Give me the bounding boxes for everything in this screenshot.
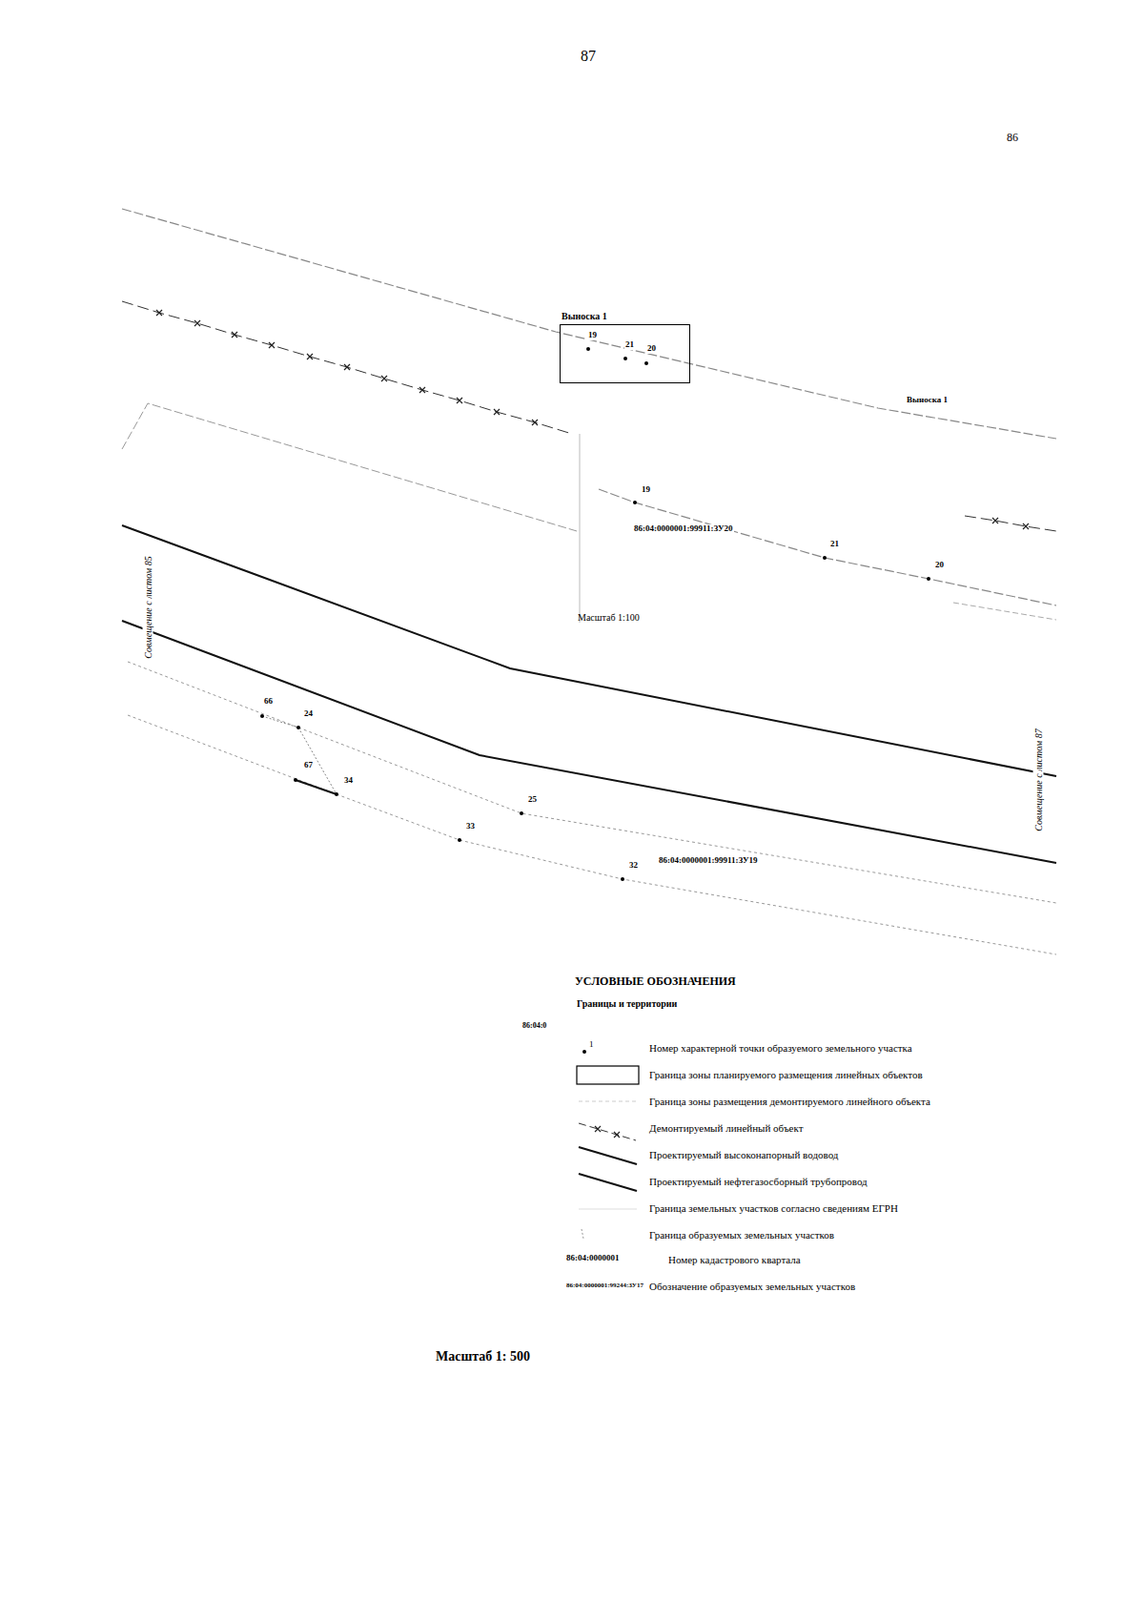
legend-sample-text: 86:04:0000001:99244:ЗУ17 <box>566 1282 644 1290</box>
point-number: 19 <box>640 485 652 495</box>
boundary-line <box>598 489 1057 606</box>
point-number: 21 <box>829 539 840 550</box>
page-number: 87 <box>580 47 596 65</box>
point-number: 20 <box>646 344 657 354</box>
legend-sample-text: 86:04:0000001 <box>566 1253 620 1264</box>
boundary-line <box>953 602 1057 620</box>
callout-label: Выноска 1 <box>905 395 949 406</box>
legend-text: Проектируемый нефтегазосборный трубопров… <box>649 1175 868 1187</box>
oil-gas-pipeline <box>122 620 1057 863</box>
legend-subtitle: Границы и территории <box>576 998 677 1009</box>
boundary-line <box>122 403 577 532</box>
sheet-match-note: Совмещение с листом 87 <box>1033 727 1044 833</box>
point-number: 25 <box>527 795 538 805</box>
parcel-boundary <box>298 727 337 795</box>
point-number: 20 <box>934 560 945 571</box>
legend-text: Граница зоны планируемого размещения лин… <box>649 1068 923 1081</box>
point-number: 33 <box>465 821 476 832</box>
point-markers <box>260 347 931 881</box>
legend-text: Демонтируемый линейный объект <box>649 1122 804 1134</box>
legend-text: Номер кадастрового квартала <box>668 1253 801 1266</box>
parcel-id: 86:04:0000001:99911:ЗУ20 <box>633 524 735 534</box>
point-number: 67 <box>303 760 314 771</box>
demolished-line <box>964 515 1057 532</box>
legend-sample-text: 1 <box>589 1040 594 1050</box>
boundary-line <box>122 208 1057 439</box>
legend-text: Граница зоны размещения демонтируемого л… <box>649 1095 931 1107</box>
water-pipeline <box>122 525 1057 777</box>
legend-text: Проектируемый высоконапорный водовод <box>649 1148 838 1161</box>
cadastral-number: 86:04:0 <box>522 1021 547 1031</box>
callout-box: Выноска 1 <box>559 324 691 384</box>
point-number: 24 <box>303 709 314 719</box>
legend-text: Обозначение образуемых земельных участко… <box>649 1280 856 1292</box>
legend-text: Номер характерной точки образуемого земе… <box>649 1041 913 1054</box>
parcel-id: 86:04:0000001:99911:ЗУ19 <box>657 856 759 866</box>
legend-samples <box>576 1049 639 1239</box>
parcel-segment <box>295 779 337 795</box>
scale-label: Масштаб 1:100 <box>577 612 640 623</box>
point-number: 34 <box>343 776 354 786</box>
parcel-boundary <box>127 715 1057 955</box>
scale-label: Масштаб 1: 500 <box>435 1348 531 1364</box>
demolished-line <box>122 301 572 434</box>
parcel-boundary <box>262 715 299 728</box>
page-number: 86 <box>1006 131 1019 144</box>
callout-title: Выноска 1 <box>561 310 608 322</box>
point-number: 66 <box>263 696 274 707</box>
legend-text: Граница земельных участков согласно свед… <box>649 1202 899 1214</box>
legend-title: УСЛОВНЫЕ ОБОЗНАЧЕНИЯ <box>574 975 736 988</box>
point-number: 19 <box>587 330 598 341</box>
inset-border <box>579 433 581 623</box>
sheet-match-note: Совмещение с листом 85 <box>143 554 154 660</box>
parcel-boundary <box>127 661 1057 903</box>
point-number: 21 <box>624 340 635 350</box>
legend-text: Граница образуемых земельных участков <box>649 1228 835 1241</box>
point-number: 32 <box>628 860 639 871</box>
